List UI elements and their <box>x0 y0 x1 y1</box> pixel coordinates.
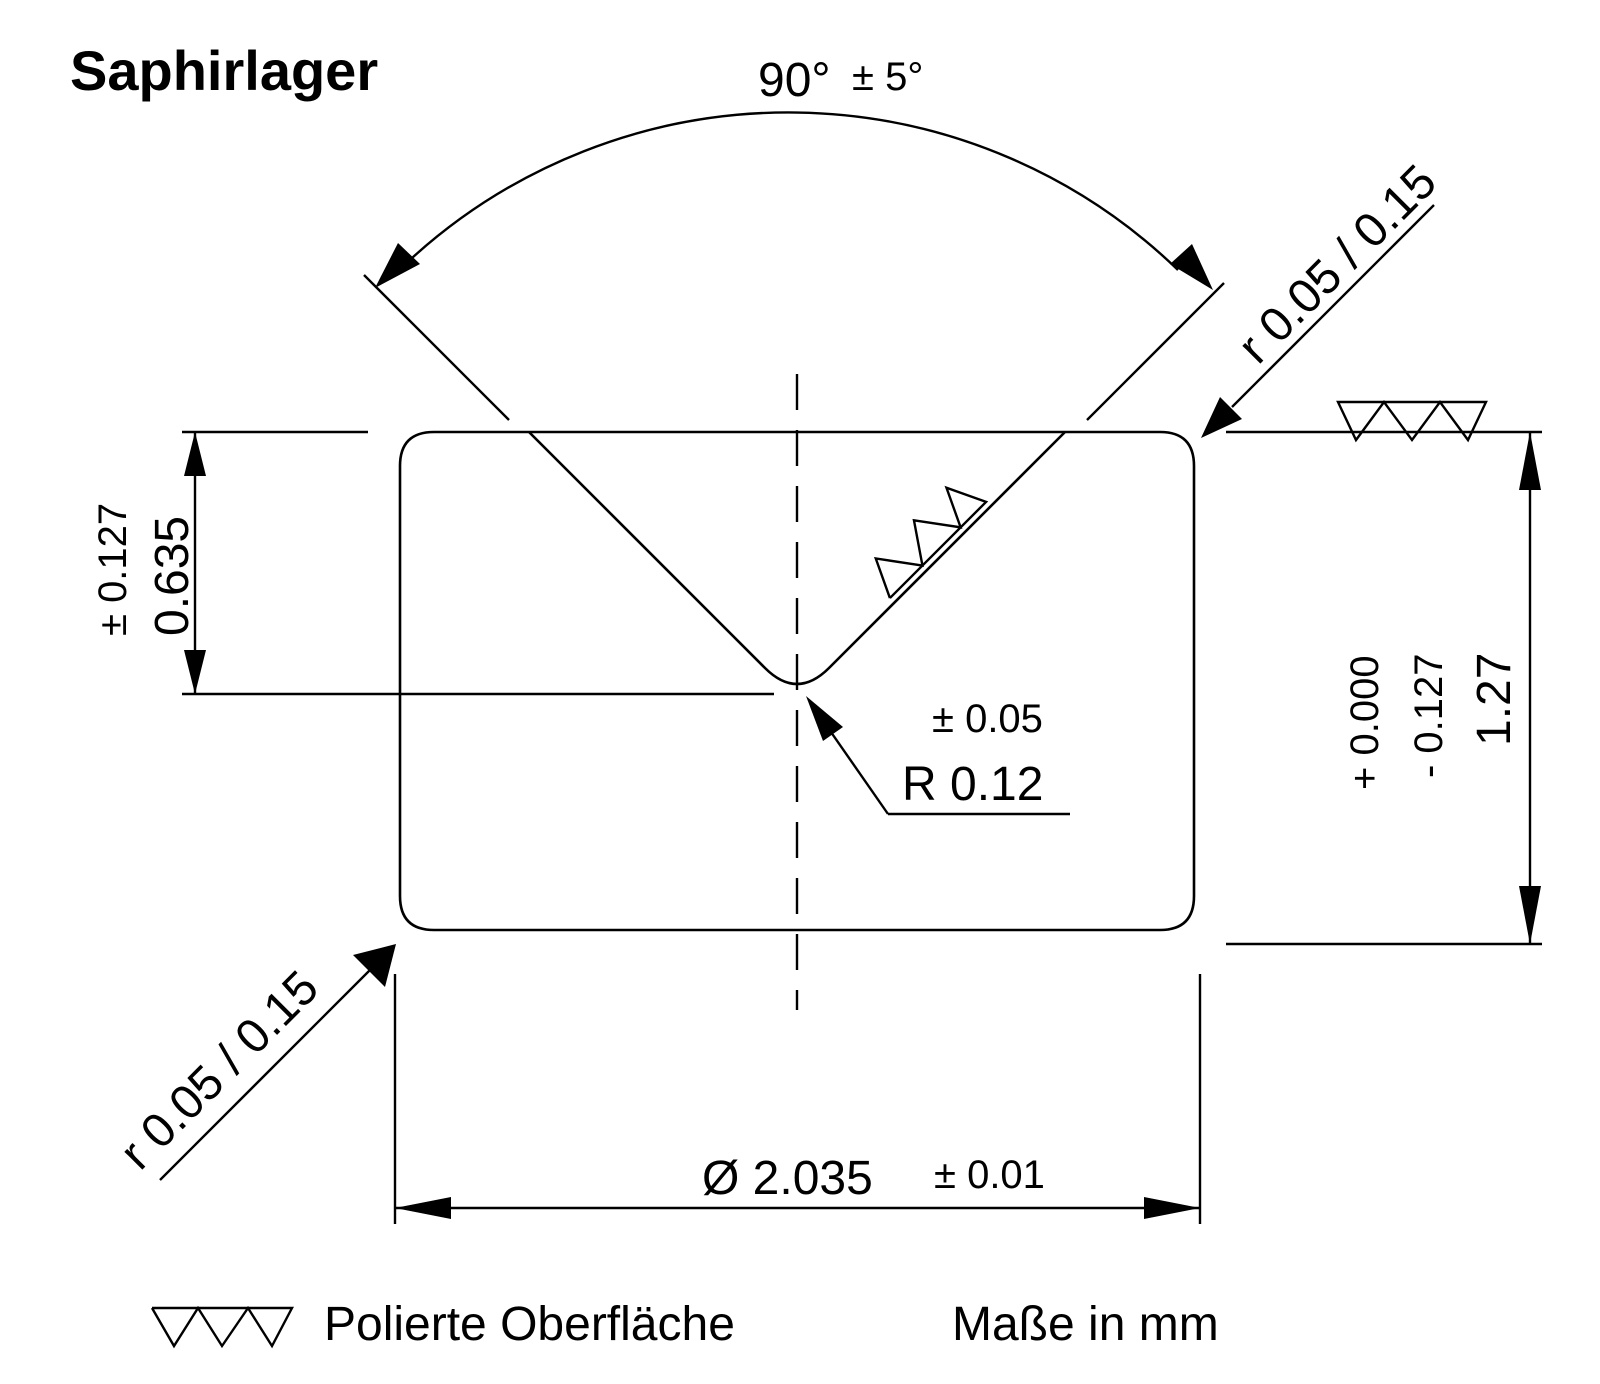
depth-arrow-top <box>184 432 206 476</box>
angle-dimension-arc <box>411 111 1179 271</box>
height-arrow-bottom <box>1519 886 1541 944</box>
chamfer-top-arrow <box>1201 397 1242 438</box>
drawing-title: Saphirlager <box>70 39 378 102</box>
angle-value: 90° <box>758 54 831 107</box>
angle-extension-right <box>1086 282 1225 421</box>
height-arrow-top <box>1519 432 1541 490</box>
height-tolerance-plus: + 0.000 <box>1343 655 1387 790</box>
depth-tolerance: ± 0.127 <box>91 503 135 636</box>
radius-value: R 0.12 <box>902 758 1043 811</box>
chamfer-bottom-label: r 0.05 / 0.15 <box>110 961 329 1180</box>
surface-finish-symbol-top <box>1336 399 1488 443</box>
angle-arrow-right <box>1170 244 1213 290</box>
angle-arrow-left <box>375 243 420 288</box>
depth-value: 0.635 <box>146 516 199 636</box>
chamfer-bottom-leader <box>159 965 375 1181</box>
surface-finish-symbol-cone <box>873 485 989 599</box>
legend-surface-finish-icon <box>150 1305 294 1349</box>
angle-tolerance: ± 5° <box>852 55 923 99</box>
legend-polished-label: Polierte Oberfläche <box>324 1298 735 1351</box>
height-tolerance-minus: - 0.127 <box>1407 653 1451 778</box>
angle-extension-left <box>363 274 510 421</box>
diameter-value: Ø 2.035 <box>702 1152 873 1205</box>
diameter-tolerance: ± 0.01 <box>934 1153 1045 1197</box>
bearing-body-outline <box>398 430 1196 932</box>
height-value: 1.27 <box>1468 653 1521 746</box>
chamfer-top-label: r 0.05 / 0.15 <box>1228 155 1447 374</box>
chamfer-bottom-arrow <box>353 944 396 987</box>
depth-arrow-bottom <box>184 650 206 694</box>
diameter-arrow-right <box>1144 1197 1200 1219</box>
diameter-arrow-left <box>395 1197 451 1219</box>
legend-units-label: Maße in mm <box>952 1298 1219 1351</box>
chamfer-top-leader <box>1231 204 1435 408</box>
radius-tolerance: ± 0.05 <box>932 697 1043 741</box>
radius-arrow <box>806 696 843 741</box>
